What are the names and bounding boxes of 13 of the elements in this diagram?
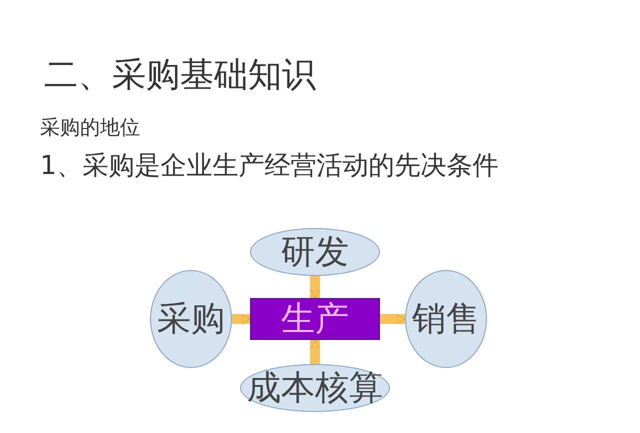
node-label: 研发 — [281, 231, 349, 274]
block-arrow — [310, 340, 320, 364]
block-arrow — [380, 314, 406, 324]
node-label: 采购 — [157, 298, 225, 341]
text-line: 采购的地位 — [40, 114, 140, 141]
title: 二、采购基础知识 — [44, 54, 316, 97]
node-label: 成本核算 — [247, 367, 383, 410]
block-arrow — [310, 276, 320, 298]
node-label: 销售 — [412, 298, 480, 341]
text-line: 1、采购是企业生产经营活动的先决条件 — [40, 150, 499, 183]
block-arrow — [232, 314, 250, 324]
process-box — [250, 298, 380, 340]
node-label: 生产 — [281, 298, 349, 341]
